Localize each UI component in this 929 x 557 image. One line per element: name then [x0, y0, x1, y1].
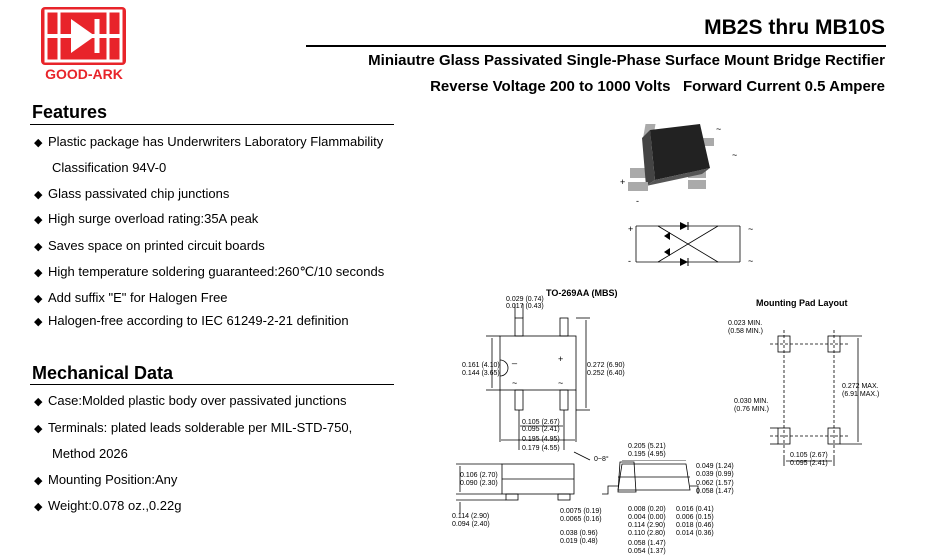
dim-label: 0.014 (0.36) [676, 530, 714, 537]
dim-label: 0.019 (0.48) [560, 538, 598, 545]
feature-text: Add suffix "E" for Halogen Free [48, 290, 228, 305]
mechanical-item: ◆Terminals: plated leads solderable per … [34, 420, 353, 435]
dim-label: 0.161 (4.10) [462, 362, 500, 369]
dim-label: 0.114 (2.90) [628, 522, 666, 529]
mechanical-text: Terminals: plated leads solderable per M… [48, 420, 353, 435]
dim-label: 0.195 (4.95) [522, 436, 560, 443]
dim-label: 0.095 (2.41) [522, 426, 560, 433]
dim-label: 0.023 MIN. [728, 320, 763, 327]
dim-label: 0.106 (2.70) [460, 472, 498, 479]
dim-label: 0.058 (1.47) [628, 540, 666, 547]
mechanical-item: ◆Case:Molded plastic body over passivate… [34, 393, 347, 408]
svg-text:~: ~ [512, 378, 517, 388]
dim-label: 0.114 (2.90) [452, 513, 490, 520]
feature-item: ◆High temperature soldering guaranteed:2… [34, 264, 385, 279]
symbol-tilde: ~ [716, 124, 722, 134]
symbol-tilde: ~ [748, 224, 754, 234]
pad-layout-title: Mounting Pad Layout [756, 298, 848, 308]
dim-label: 0.006 (0.15) [676, 514, 714, 521]
dim-label: (0.58 MIN.) [728, 328, 764, 335]
feature-item: ◆High surge overload rating:35A peak [34, 211, 259, 226]
dim-angle: 0~8° [594, 456, 609, 463]
dim-label: (6.91 MAX.) [842, 391, 880, 398]
mounting-pad-drawing [770, 330, 862, 466]
mechanical-heading: Mechanical Data [32, 363, 174, 383]
dim-label: 0.008 (0.20) [628, 506, 666, 513]
dim-label: 0.018 (0.46) [676, 522, 714, 529]
ratings-line: Reverse Voltage 200 to 1000 Volts Forwar… [430, 78, 885, 95]
product-subtitle: Miniautre Glass Passivated Single-Phase … [368, 52, 885, 69]
dim-label: 0.029 (0.74) [506, 296, 544, 303]
dim-label: 0.0065 (0.16) [560, 516, 602, 523]
mechanical-text: Case:Molded plastic body over passivated… [48, 393, 347, 408]
dim-label: 0.017 (0.43) [506, 303, 544, 310]
dim-label: 0.038 (0.96) [560, 530, 598, 537]
dim-label: 0.062 (1.57) [696, 480, 734, 487]
svg-text:~: ~ [558, 378, 563, 388]
feature-item: ◆Saves space on printed circuit boards [34, 238, 265, 253]
symbol-tilde: ~ [732, 150, 738, 160]
feature-item: ◆Glass passivated chip junctions [34, 186, 230, 201]
feature-item: ◆Plastic package has Underwriters Labora… [34, 134, 384, 149]
symbol-minus: - [636, 196, 639, 206]
package-label: TO-269AA (MBS) [546, 288, 618, 298]
feature-text: Halogen-free according to IEC 61249-2-21… [48, 313, 349, 328]
svg-text:+: + [558, 354, 563, 364]
dim-label: 0.179 (4.55) [522, 445, 560, 452]
mechanical-text: Mounting Position:Any [48, 472, 178, 487]
dim-label: 0.090 (2.30) [460, 480, 498, 487]
brand-name: GOOD-ARK [45, 66, 123, 82]
dim-label: (0.76 MIN.) [734, 406, 770, 413]
dim-label: 0.054 (1.37) [628, 548, 666, 555]
dim-label: 0.110 (2.80) [628, 530, 666, 537]
header-divider [306, 45, 886, 47]
bridge-schematic [635, 222, 741, 266]
feature-item: ◆Halogen-free according to IEC 61249-2-2… [34, 313, 349, 328]
svg-text:_: _ [511, 354, 518, 364]
feature-item: ◆Add suffix "E" for Halogen Free [34, 290, 228, 305]
mechanical-continuation: Method 2026 [52, 446, 128, 461]
company-logo [41, 7, 126, 65]
dim-label: 0.195 (4.95) [628, 451, 666, 458]
package-photo [628, 124, 714, 191]
mechanical-item: ◆Weight:0.078 oz.,0.22g [34, 498, 182, 513]
mechanical-underline [30, 384, 394, 385]
feature-continuation: Classification 94V-0 [52, 160, 167, 175]
dim-label: 0.252 (6.40) [587, 370, 625, 377]
dim-label: 0.144 (3.65) [462, 370, 500, 377]
dim-label: 0.205 (5.21) [628, 443, 666, 450]
dim-label: 0.272 (6.90) [587, 362, 625, 369]
feature-text: Glass passivated chip junctions [48, 186, 230, 201]
dim-label: 0.105 (2.67) [790, 452, 828, 459]
mechanical-text: Weight:0.078 oz.,0.22g [48, 498, 182, 513]
feature-text: High temperature soldering guaranteed:26… [48, 264, 385, 279]
symbol-plus: + [620, 177, 626, 187]
symbol-tilde: ~ [748, 256, 754, 266]
symbol-plus: + [628, 224, 634, 234]
part-number-title: MB2S thru MB10S [704, 16, 885, 39]
dim-label: 0.105 (2.67) [522, 419, 560, 426]
feature-text: Plastic package has Underwriters Laborat… [48, 134, 384, 149]
dim-label: 0.004 (0.00) [628, 514, 666, 521]
dim-label: 0.0075 (0.19) [560, 508, 602, 515]
features-underline [30, 124, 394, 125]
diode-logo-icon [44, 9, 123, 63]
dim-label: 0.094 (2.40) [452, 521, 490, 528]
dim-label: 0.049 (1.24) [696, 463, 734, 470]
feature-text: High surge overload rating:35A peak [48, 211, 259, 226]
symbol-minus: - [628, 256, 631, 266]
feature-text: Saves space on printed circuit boards [48, 238, 265, 253]
dim-label: 0.016 (0.41) [676, 506, 714, 513]
dim-label: 0.058 (1.47) [696, 488, 734, 495]
dim-label: 0.095 (2.41) [790, 460, 828, 467]
package-outline-drawing: _ + ~ ~ [456, 304, 637, 514]
dim-label: 0.030 MIN. [734, 398, 769, 405]
mechanical-item: ◆Mounting Position:Any [34, 472, 178, 487]
dim-label: 0.039 (0.99) [696, 471, 734, 478]
end-view-drawing [602, 460, 699, 495]
dim-label: 0.272 MAX. [842, 383, 879, 390]
features-heading: Features [32, 102, 108, 122]
